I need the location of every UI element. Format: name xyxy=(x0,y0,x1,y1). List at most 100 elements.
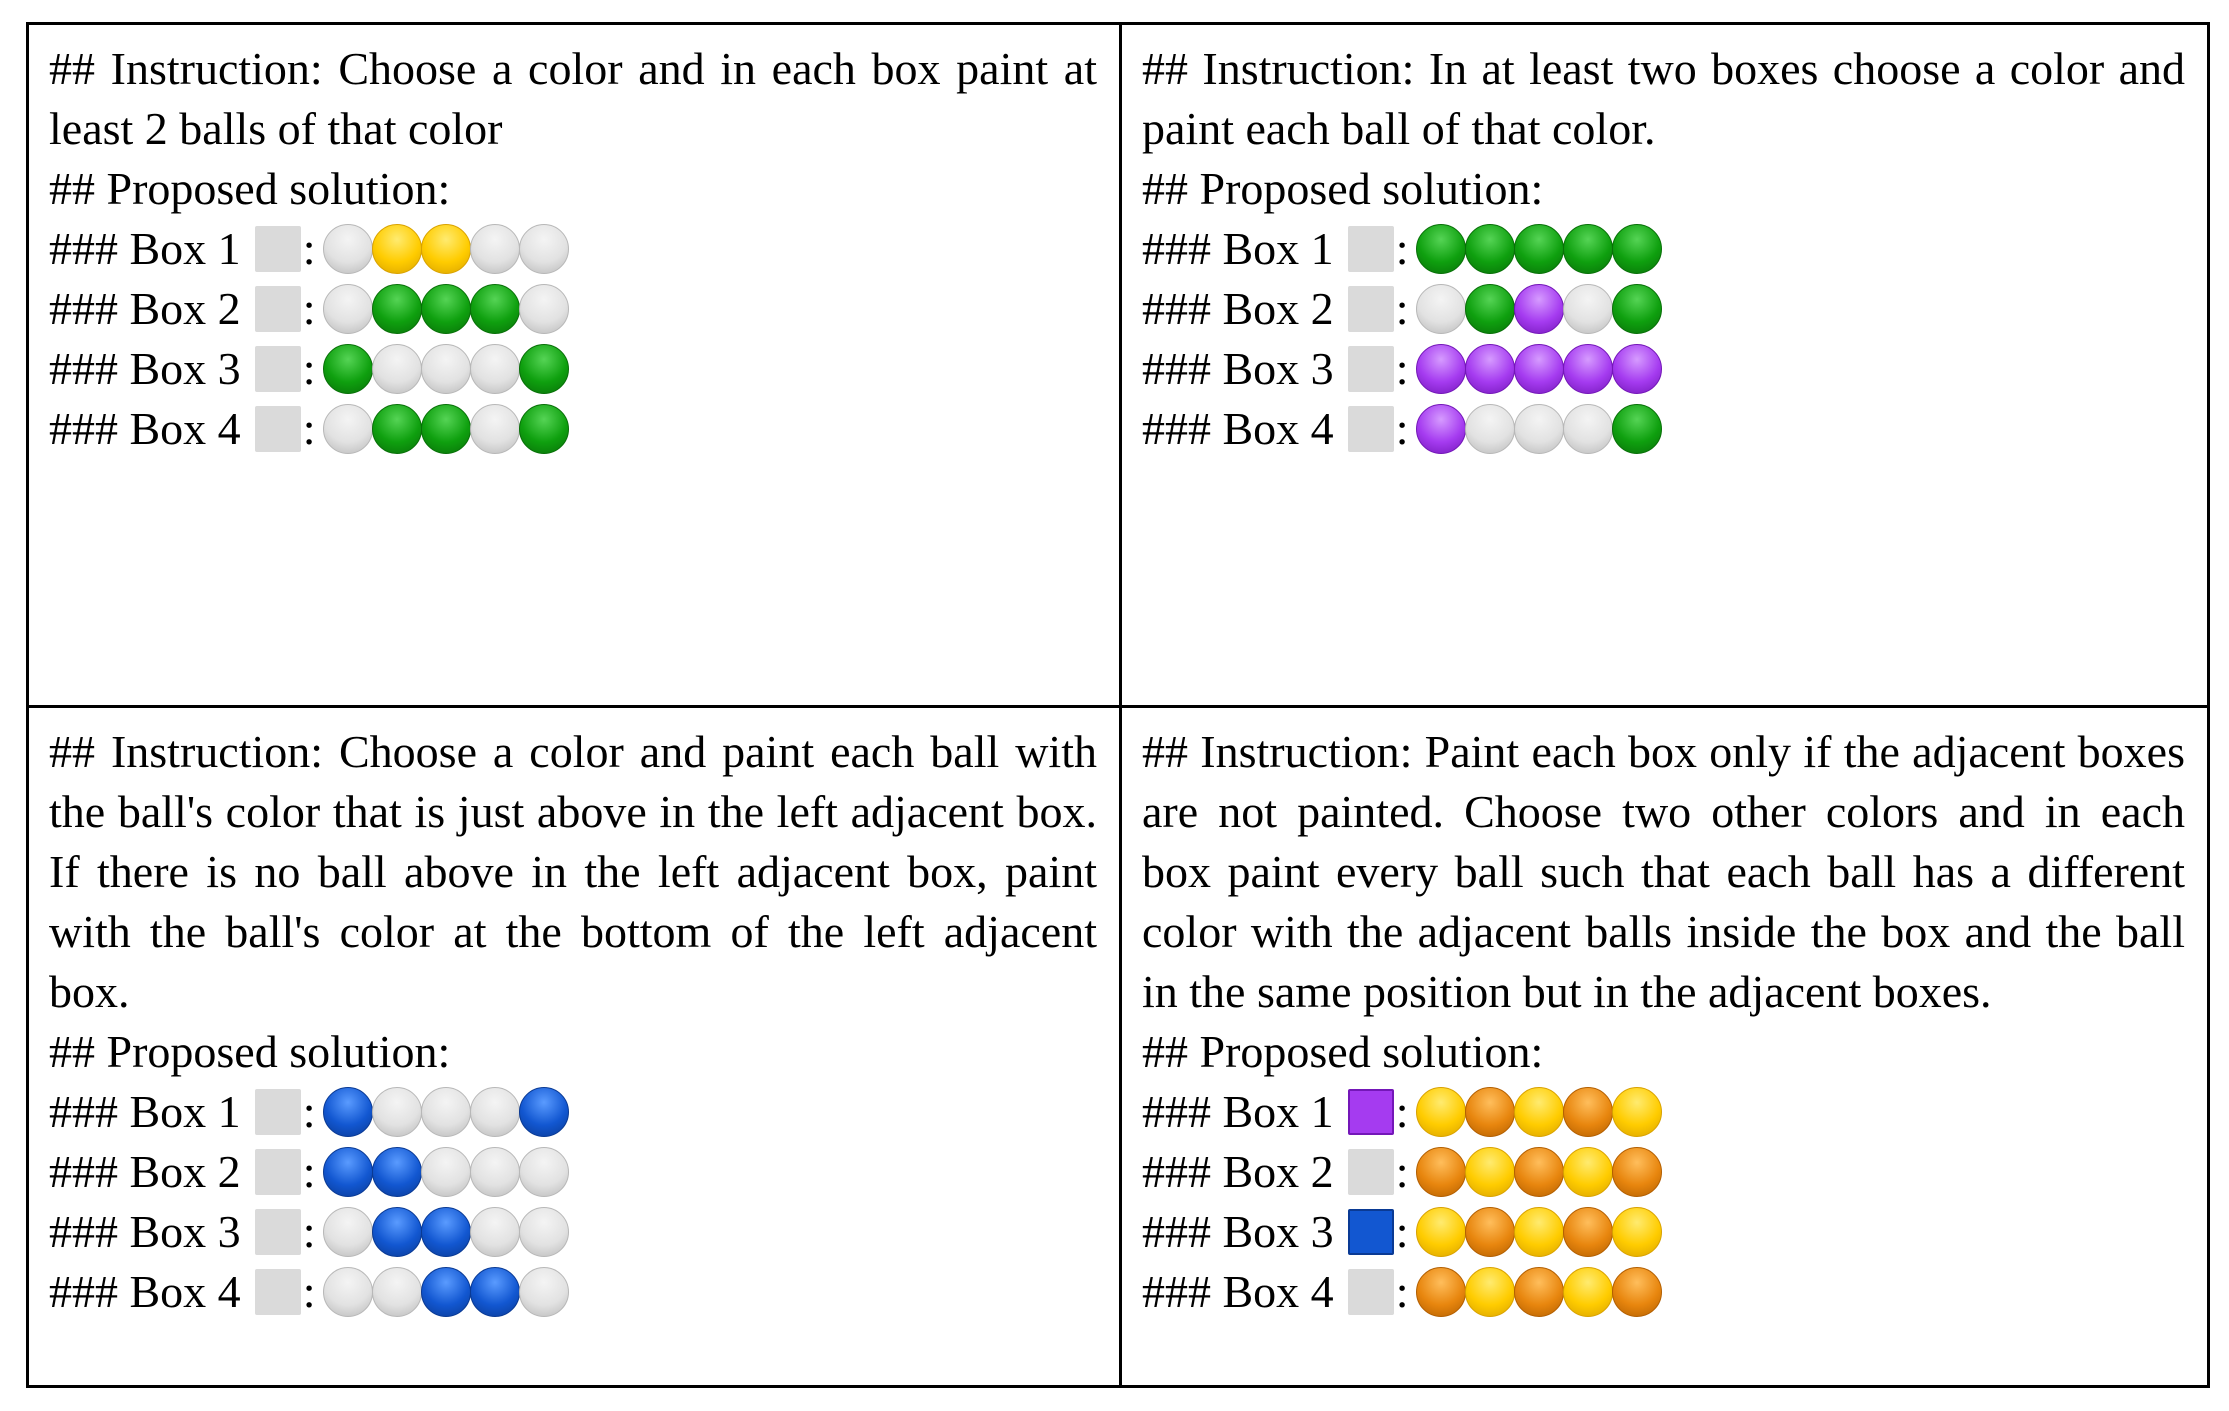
colon-separator: : xyxy=(302,403,316,454)
ball-grey xyxy=(519,1207,570,1257)
ball-green xyxy=(372,284,423,334)
ball-blue xyxy=(421,1207,472,1257)
box-row: ### Box 2: xyxy=(1142,279,2185,339)
box-label: ### Box 1 xyxy=(1142,1086,1334,1137)
ball-purple xyxy=(1465,344,1516,394)
instruction-text: ## Instruction: In at least two boxes ch… xyxy=(1142,43,2185,154)
colon-separator: : xyxy=(1395,283,1409,334)
ball-grey xyxy=(470,1207,521,1257)
colon-separator: : xyxy=(302,1266,316,1317)
box-row: ### Box 2: xyxy=(49,279,1097,339)
solution-heading: ## Proposed solution: xyxy=(49,163,451,214)
ball-sequence xyxy=(323,1087,570,1137)
ball-grey xyxy=(421,1147,472,1197)
box-label: ### Box 4 xyxy=(49,1266,241,1317)
instruction-text: ## Instruction: Choose a color and paint… xyxy=(49,726,1097,1017)
box-row: ### Box 3: xyxy=(49,339,1097,399)
panel-2: ## Instruction: In at least two boxes ch… xyxy=(1122,25,2207,708)
box-row: ### Box 3: xyxy=(1142,339,2185,399)
colon-separator: : xyxy=(302,1206,316,1257)
ball-orange xyxy=(1563,1087,1614,1137)
panel-4: ## Instruction: Paint each box only if t… xyxy=(1122,708,2207,1385)
ball-green xyxy=(1563,224,1614,274)
ball-sequence xyxy=(323,1207,570,1257)
ball-yellow xyxy=(1612,1087,1663,1137)
ball-green xyxy=(1416,224,1467,274)
ball-green xyxy=(470,284,521,334)
ball-sequence xyxy=(323,404,570,454)
puzzle-grid: ## Instruction: Choose a color and in ea… xyxy=(26,22,2210,1388)
ball-green xyxy=(519,344,570,394)
box-color-swatch xyxy=(254,1149,301,1195)
ball-blue xyxy=(372,1147,423,1197)
ball-sequence xyxy=(1416,1207,1663,1257)
ball-sequence xyxy=(323,1267,570,1317)
box-color-swatch xyxy=(1347,226,1394,272)
ball-grey xyxy=(323,1267,374,1317)
box-color-swatch xyxy=(254,286,301,332)
ball-yellow xyxy=(1465,1147,1516,1197)
box-label: ### Box 4 xyxy=(1142,1266,1334,1317)
ball-grey xyxy=(323,1207,374,1257)
ball-sequence xyxy=(1416,1147,1663,1197)
ball-grey xyxy=(1416,284,1467,334)
colon-separator: : xyxy=(1395,1206,1409,1257)
ball-green xyxy=(1612,224,1663,274)
ball-grey xyxy=(1514,404,1565,454)
box-label: ### Box 4 xyxy=(49,403,241,454)
box-label: ### Box 2 xyxy=(49,283,241,334)
box-row: ### Box 4: xyxy=(49,1262,1097,1322)
box-color-swatch xyxy=(1347,1209,1394,1255)
ball-grey xyxy=(470,1147,521,1197)
box-color-swatch xyxy=(1347,1089,1394,1135)
ball-yellow xyxy=(1563,1267,1614,1317)
box-row: ### Box 1: xyxy=(49,219,1097,279)
ball-yellow xyxy=(1514,1087,1565,1137)
box-label: ### Box 2 xyxy=(1142,1146,1334,1197)
ball-grey xyxy=(372,1087,423,1137)
ball-grey xyxy=(519,284,570,334)
ball-grey xyxy=(470,1087,521,1137)
ball-yellow xyxy=(1465,1267,1516,1317)
ball-grey xyxy=(372,344,423,394)
ball-grey xyxy=(1563,284,1614,334)
solution-heading: ## Proposed solution: xyxy=(1142,1026,1544,1077)
ball-sequence xyxy=(1416,404,1663,454)
ball-purple xyxy=(1514,284,1565,334)
ball-grey xyxy=(519,1147,570,1197)
box-list: ### Box 1:### Box 2:### Box 3:### Box 4: xyxy=(49,219,1097,459)
ball-sequence xyxy=(1416,1267,1663,1317)
ball-blue xyxy=(519,1087,570,1137)
box-row: ### Box 1: xyxy=(49,1082,1097,1142)
box-row: ### Box 3: xyxy=(1142,1202,2185,1262)
ball-yellow xyxy=(1612,1207,1663,1257)
ball-purple xyxy=(1416,344,1467,394)
box-color-swatch xyxy=(1347,1149,1394,1195)
colon-separator: : xyxy=(1395,403,1409,454)
ball-grey xyxy=(421,1087,472,1137)
colon-separator: : xyxy=(1395,1146,1409,1197)
ball-grey xyxy=(519,224,570,274)
ball-purple xyxy=(1612,344,1663,394)
box-label: ### Box 3 xyxy=(49,1206,241,1257)
ball-yellow xyxy=(1514,1207,1565,1257)
ball-purple xyxy=(1563,344,1614,394)
ball-orange xyxy=(1465,1207,1516,1257)
ball-grey xyxy=(470,224,521,274)
box-label: ### Box 3 xyxy=(1142,1206,1334,1257)
colon-separator: : xyxy=(302,1086,316,1137)
box-color-swatch xyxy=(1347,406,1394,452)
box-color-swatch xyxy=(254,346,301,392)
ball-green xyxy=(421,284,472,334)
box-label: ### Box 3 xyxy=(49,343,241,394)
ball-green xyxy=(1612,404,1663,454)
ball-green xyxy=(1465,284,1516,334)
box-row: ### Box 3: xyxy=(49,1202,1097,1262)
colon-separator: : xyxy=(302,283,316,334)
ball-green xyxy=(519,404,570,454)
box-color-swatch xyxy=(1347,286,1394,332)
ball-purple xyxy=(1514,344,1565,394)
ball-sequence xyxy=(1416,284,1663,334)
ball-blue xyxy=(323,1147,374,1197)
ball-grey xyxy=(323,224,374,274)
